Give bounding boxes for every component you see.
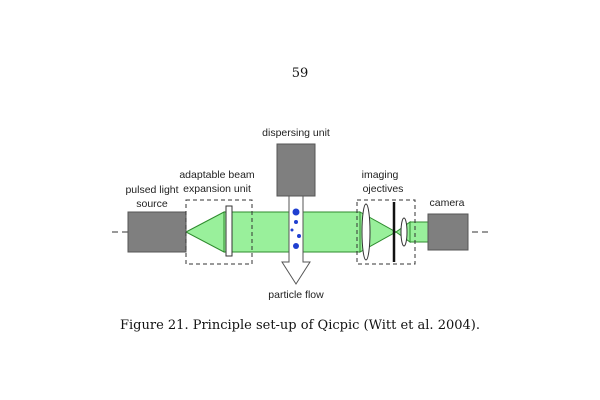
label-imaging-2: ojectives bbox=[363, 183, 404, 195]
particle bbox=[294, 220, 298, 224]
particle bbox=[290, 228, 294, 232]
label-dispersing-unit: dispersing unit bbox=[262, 127, 330, 139]
label-particle-flow: particle flow bbox=[268, 289, 324, 301]
particle bbox=[297, 234, 301, 238]
pulsed-light-source bbox=[127, 211, 187, 253]
label-adaptable-beam-1: adaptable beam bbox=[179, 169, 255, 181]
particle bbox=[292, 208, 300, 216]
objective-lens-1 bbox=[361, 203, 371, 261]
label-adaptable-beam-2: expansion unit bbox=[183, 183, 251, 195]
label-pulsed-light-2: source bbox=[136, 198, 168, 210]
adaptable-beam-box bbox=[185, 199, 253, 265]
figure-caption: Figure 21. Principle set-up of Qicpic (W… bbox=[120, 318, 480, 333]
page-number: 59 bbox=[291, 66, 309, 81]
label-imaging-1: imaging bbox=[362, 169, 399, 181]
particle bbox=[293, 243, 299, 249]
expansion-lens bbox=[225, 205, 233, 257]
particle-flow-arrow bbox=[281, 195, 311, 285]
label-pulsed-light-1: pulsed light bbox=[125, 184, 178, 196]
label-camera: camera bbox=[429, 197, 464, 209]
imaging-objectives-box bbox=[356, 199, 416, 265]
objective-lens-2 bbox=[400, 217, 408, 247]
beam-to-camera bbox=[409, 221, 429, 243]
camera bbox=[427, 213, 469, 251]
dispersing-unit bbox=[276, 143, 316, 197]
beam-expansion-cone bbox=[184, 211, 225, 253]
